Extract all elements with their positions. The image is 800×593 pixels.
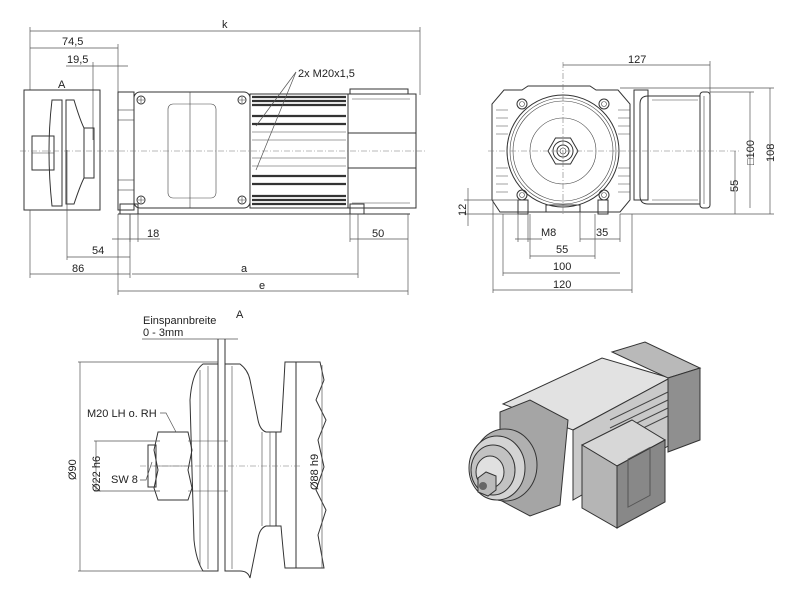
dim-120: 120 [553, 279, 571, 291]
wrench-size-label: SW 8 [111, 474, 138, 486]
dim-35: 35 [596, 227, 608, 239]
dim-55-width: 55 [556, 244, 568, 256]
dim-50: 50 [372, 228, 384, 240]
cooling-fins [252, 95, 346, 206]
isometric-view [468, 341, 702, 529]
dim-54: 54 [92, 245, 104, 257]
thread-label: M20 LH o. RH [87, 408, 157, 420]
dim-a: a [241, 263, 248, 275]
dim-diameter-22: Ø22 h6 [91, 456, 103, 492]
detail-view: Einspannbreite 0 - 3mm A Ø90 Ø88 h9 [67, 309, 327, 579]
dim-19-5: 19,5 [67, 54, 88, 66]
dim-74-5: 74,5 [62, 36, 83, 48]
dim-12: 12 [457, 204, 469, 216]
section-mark-a: A [58, 79, 66, 91]
cable-gland-label: 2x M20x1,5 [298, 68, 355, 80]
clamp-width-range: 0 - 3mm [143, 327, 183, 339]
dim-diameter-88: Ø88 h9 [309, 454, 321, 490]
dim-100: 100 [553, 261, 571, 273]
dim-m8: M8 [541, 227, 556, 239]
dim-86: 86 [72, 263, 84, 275]
dim-127: 127 [628, 54, 646, 66]
dim-55-height: 55 [729, 180, 741, 192]
front-view: 127 □100 108 55 12 M8 35 55 [457, 54, 777, 293]
dim-18: 18 [147, 228, 159, 240]
dim-k: k [222, 19, 228, 31]
side-view: k 74,5 19,5 A [20, 19, 425, 295]
clamp-width-label: Einspannbreite [143, 315, 216, 327]
dim-108: 108 [765, 144, 777, 162]
side-fins [496, 109, 630, 193]
dim-diameter-90: Ø90 [67, 459, 79, 480]
dim-e: e [259, 280, 265, 292]
detail-section-mark-a: A [236, 309, 244, 321]
dim-square-100: □100 [745, 140, 757, 165]
